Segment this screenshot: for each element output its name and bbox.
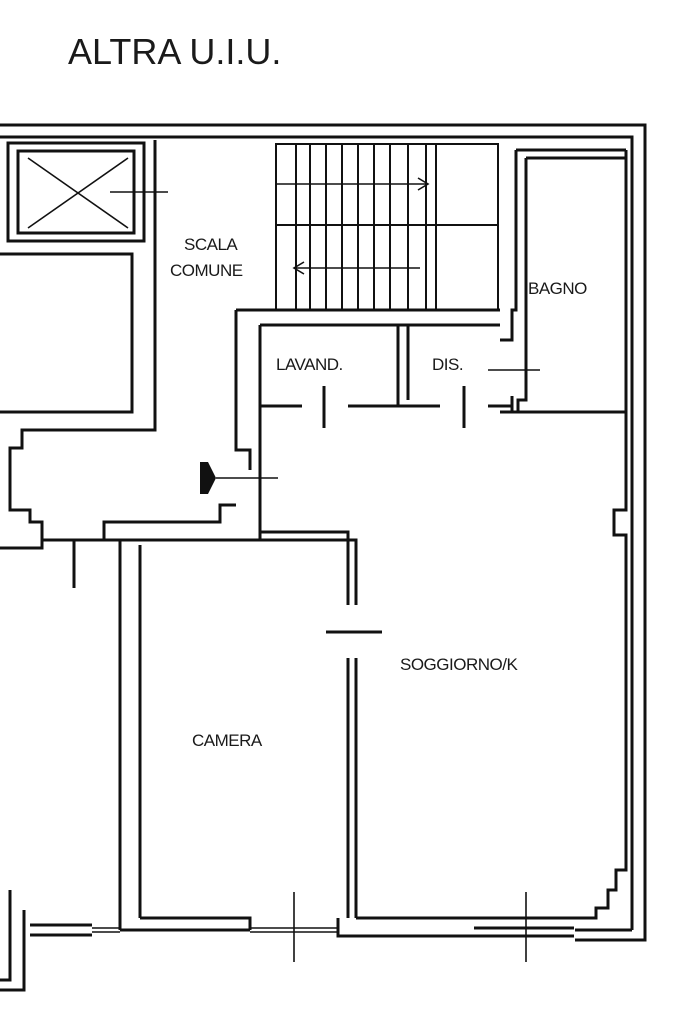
- room-label-bagno: BAGNO: [528, 279, 587, 298]
- outer-walls: [0, 123, 647, 942]
- left-block-walls: [0, 140, 157, 550]
- room-label-lavanderia: LAVAND.: [276, 355, 343, 374]
- bottom-walls-windows: [0, 890, 574, 992]
- interior-walls: [42, 530, 382, 930]
- room-label-disimpegno: DIS.: [432, 355, 463, 374]
- room-label-comune: COMUNE: [170, 261, 243, 280]
- plan-title: ALTRA U.I.U.: [68, 31, 281, 72]
- room-label-scala: SCALA: [184, 235, 238, 254]
- room-label-soggiorno: SOGGIORNO/K: [400, 655, 518, 674]
- laundry-corridor-walls: [234, 308, 514, 540]
- staircase: [275, 143, 499, 311]
- room-label-camera: CAMERA: [192, 731, 263, 750]
- right-side-notches: [356, 410, 628, 920]
- elevator-shaft: [6, 141, 168, 243]
- entrance-door: [102, 462, 278, 542]
